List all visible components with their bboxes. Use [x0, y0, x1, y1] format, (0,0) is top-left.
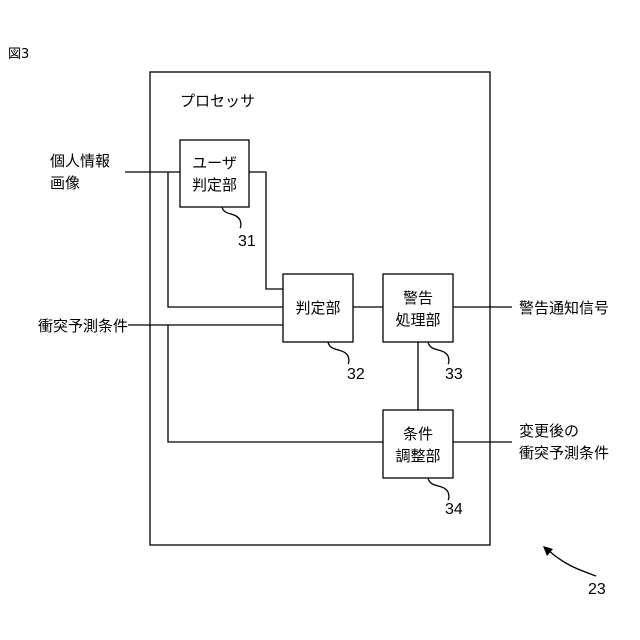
user-judgment-block	[180, 140, 249, 207]
ref-23-arrowhead	[543, 546, 553, 556]
output-changed-condition-1: 変更後の	[519, 422, 579, 440]
figure-label: 図3	[8, 47, 29, 62]
processor-title: プロセッサ	[180, 92, 255, 110]
ref-33: 33	[445, 366, 463, 383]
ref-23: 23	[588, 581, 606, 598]
output-warning-signal: 警告通知信号	[519, 299, 609, 317]
judgment-label: 判定部	[295, 299, 340, 317]
user-judgment-label-2: 判定部	[192, 176, 237, 194]
input-personal-info-1: 個人情報	[50, 152, 110, 170]
input-personal-info-2: 画像	[50, 174, 80, 192]
output-changed-condition-2: 衝突予測条件	[519, 444, 609, 462]
condition-adjust-block	[383, 410, 453, 478]
warning-label-2: 処理部	[395, 311, 440, 329]
ref-31: 31	[238, 233, 256, 250]
input-collision-condition: 衝突予測条件	[38, 317, 128, 335]
ref-32: 32	[347, 366, 365, 383]
warning-block	[383, 274, 453, 342]
ref-34: 34	[445, 501, 463, 518]
ref-23-arrow-line	[548, 550, 596, 576]
warning-label-1: 警告	[403, 289, 433, 307]
condition-adjust-label-1: 条件	[403, 425, 433, 443]
condition-adjust-label-2: 調整部	[395, 447, 440, 465]
user-judgment-label-1: ユーザ	[192, 154, 237, 172]
